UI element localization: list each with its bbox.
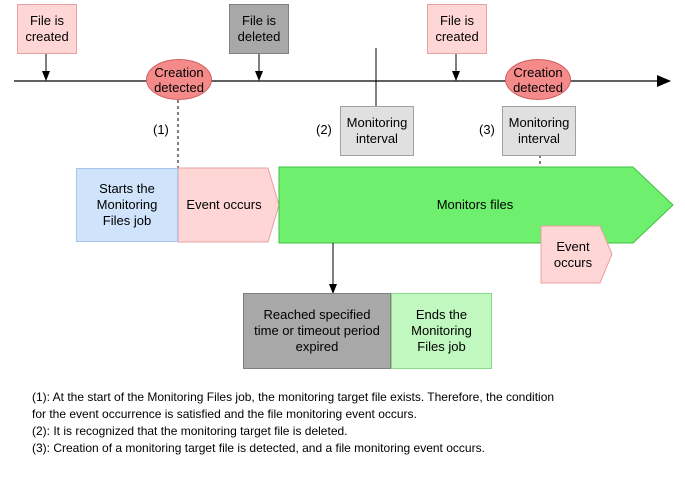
note-1-continued: for the event occurrence is satisfied an… [32, 407, 417, 421]
marker-3: (3) [479, 122, 495, 137]
monitoring-interval-box-1: Monitoring interval [340, 106, 414, 156]
note-1: (1): At the start of the Monitoring File… [32, 390, 555, 404]
marker-2: (2) [316, 122, 332, 137]
file-created-box-2: File is created [427, 4, 487, 54]
reached-time-box: Reached specified time or timeout period… [243, 293, 391, 369]
notes: (1): At the start of the Monitoring File… [32, 389, 554, 457]
monitors-files-shape [278, 166, 674, 244]
starts-job-box: Starts the Monitoring Files job [76, 168, 178, 242]
creation-detected-oval-1: Creation detected [146, 59, 212, 100]
event-occurs-2-shape [540, 225, 613, 284]
ends-job-box: Ends the Monitoring Files job [391, 293, 492, 369]
monitors-files-label: Monitors files [436, 197, 514, 212]
monitoring-interval-box-2: Monitoring interval [502, 106, 576, 156]
marker-1: (1) [153, 122, 169, 137]
note-3: (3): Creation of a monitoring target fil… [32, 441, 485, 455]
note-2: (2): It is recognized that the monitorin… [32, 424, 348, 438]
creation-detected-oval-2: Creation detected [505, 59, 571, 100]
event-occurs-1-label: Event occurs [186, 197, 262, 212]
file-deleted-box: File is deleted [229, 4, 289, 54]
event-occurs-1-shape [177, 167, 280, 243]
file-created-box-1: File is created [17, 4, 77, 54]
event-occurs-2-label: Event occurs [553, 238, 593, 270]
